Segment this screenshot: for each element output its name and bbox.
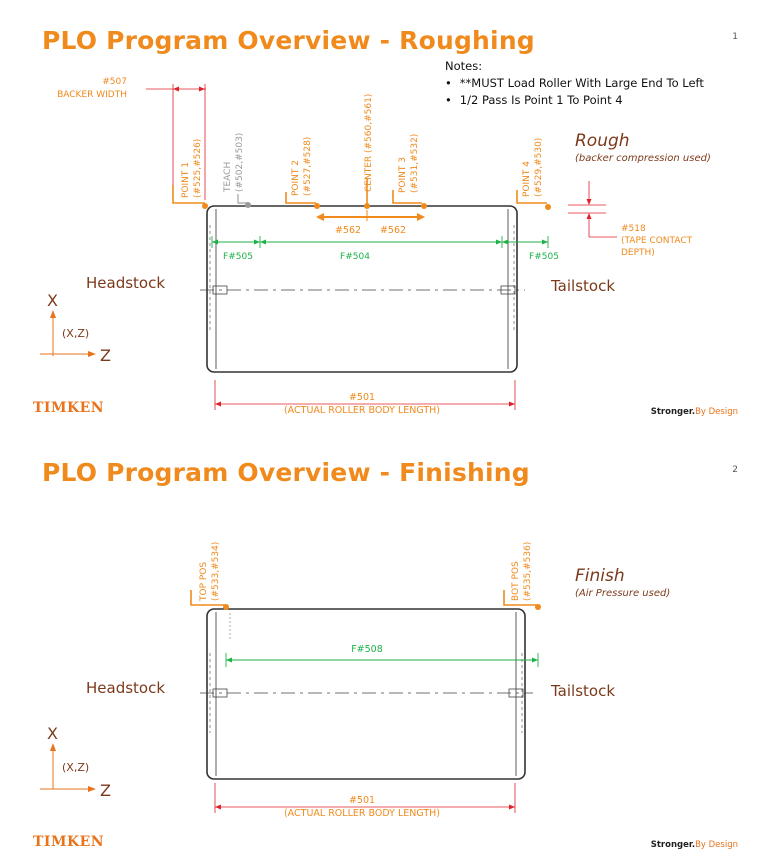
slide-title: PLO Program Overview - Finishing <box>42 458 530 487</box>
roughing-diagram: #507 BACKER WIDTH POINT 1 (#525,#526) TE… <box>40 77 693 416</box>
notes: Notes: **MUST Load Roller With Large End… <box>445 58 704 109</box>
bot-pos-marker <box>535 604 541 610</box>
bot-pos-params: (#535,#536) <box>523 542 533 601</box>
tailstock-label: Tailstock <box>551 277 616 295</box>
teach-params: (#502,#503) <box>235 133 245 192</box>
headstock-label: Headstock <box>86 679 166 697</box>
tagline-a: Stronger. <box>650 840 696 850</box>
bot-pos-label: BOT POS <box>511 561 521 601</box>
axis-indicator <box>40 743 96 792</box>
slide-roughing: PLO Program Overview - Roughing 1 Notes:… <box>0 0 768 433</box>
point3-label: POINT 3 <box>398 157 408 193</box>
page-number: 1 <box>732 32 738 42</box>
axis-z-label: Z <box>100 781 111 800</box>
tape-depth-sublabel-1: (TAPE CONTACT <box>621 236 693 246</box>
body-length-label: #501 <box>349 392 375 403</box>
notes-heading: Notes: <box>445 59 483 73</box>
point3-marker <box>421 203 427 209</box>
rough-mode-label: Rough (backer compression used) <box>575 131 711 164</box>
body-length-dimension <box>214 783 516 813</box>
backer-width-sublabel: BACKER WIDTH <box>57 90 127 100</box>
point2-marker <box>314 203 320 209</box>
tagline-b: By Design <box>695 840 738 850</box>
top-pos-marker <box>223 604 229 610</box>
note-item: **MUST Load Roller With Large End To Lef… <box>445 75 704 92</box>
point1-label: POINT 1 <box>181 162 191 198</box>
axis-x-label: X <box>47 724 58 743</box>
point3-params: (#531,#532) <box>410 134 420 193</box>
tagline: Stronger.By Design <box>651 840 738 850</box>
axis-xz-label: (X,Z) <box>62 761 89 774</box>
feed-label: F#508 <box>351 644 383 655</box>
teach-marker <box>245 202 251 208</box>
point1-params: (#525,#526) <box>193 139 203 198</box>
backer-width-label: #507 <box>102 77 127 87</box>
body-length-sublabel: (ACTUAL ROLLER BODY LENGTH) <box>284 808 440 819</box>
tagline-a: Stronger. <box>650 407 696 417</box>
tailstock-label: Tailstock <box>551 682 616 700</box>
axis-z-label: Z <box>100 346 111 365</box>
half-pass-left-label: #562 <box>335 225 361 236</box>
point2-label: POINT 2 <box>291 160 301 196</box>
roller-body <box>200 205 525 373</box>
tape-depth-label: #518 <box>621 224 646 234</box>
point4-marker <box>545 204 551 210</box>
finish-mode-label: Finish (Air Pressure used) <box>575 566 670 599</box>
backer-width-dimension <box>146 84 206 200</box>
tape-depth-sublabel-2: DEPTH) <box>621 248 655 258</box>
timken-logo: TIMKEN <box>33 400 105 416</box>
point2-params: (#527,#528) <box>303 137 313 196</box>
point1-marker <box>202 203 208 209</box>
timken-logo: TIMKEN <box>33 834 105 850</box>
roller-body <box>200 608 533 780</box>
mode-title: Rough <box>575 131 630 151</box>
finishing-diagram: TOP POS (#533,#534) BOT POS (#535,#536) … <box>40 542 541 819</box>
feed-dimensions <box>211 236 549 248</box>
note-item: 1/2 Pass Is Point 1 To Point 4 <box>445 92 704 109</box>
slide-finishing: PLO Program Overview - Finishing 2 TOP P… <box>0 433 768 866</box>
half-pass-right-label: #562 <box>380 225 406 236</box>
mode-subtitle: (Air Pressure used) <box>575 588 671 599</box>
tape-depth-dimension <box>568 181 617 238</box>
top-pos-params: (#533,#534) <box>211 542 221 601</box>
point4-params: (#529,#530) <box>534 138 544 197</box>
feed-dimension <box>225 653 539 667</box>
body-length-sublabel: (ACTUAL ROLLER BODY LENGTH) <box>284 405 440 416</box>
axis-x-label: X <box>47 291 58 310</box>
point4-label: POINT 4 <box>522 161 532 197</box>
feed-right-label: F#505 <box>529 252 559 262</box>
mode-subtitle: (backer compression used) <box>575 153 711 164</box>
headstock-label: Headstock <box>86 274 166 292</box>
feed-mid-label: F#504 <box>340 252 370 262</box>
top-pos-label: TOP POS <box>199 562 209 602</box>
center-label: CENTER (#560,#561) <box>364 94 374 192</box>
body-length-dimension <box>214 380 516 410</box>
tagline: Stronger.By Design <box>651 407 738 417</box>
feed-left-label: F#505 <box>223 252 253 262</box>
slide-title: PLO Program Overview - Roughing <box>42 26 535 55</box>
axis-xz-label: (X,Z) <box>62 327 89 340</box>
page-number: 2 <box>732 465 738 475</box>
half-pass-arrow <box>316 210 425 221</box>
teach-label: TEACH <box>223 162 233 193</box>
body-length-label: #501 <box>349 795 375 806</box>
axis-indicator <box>40 310 96 357</box>
mode-title: Finish <box>575 566 625 586</box>
center-marker <box>364 203 370 209</box>
tagline-b: By Design <box>695 407 738 417</box>
